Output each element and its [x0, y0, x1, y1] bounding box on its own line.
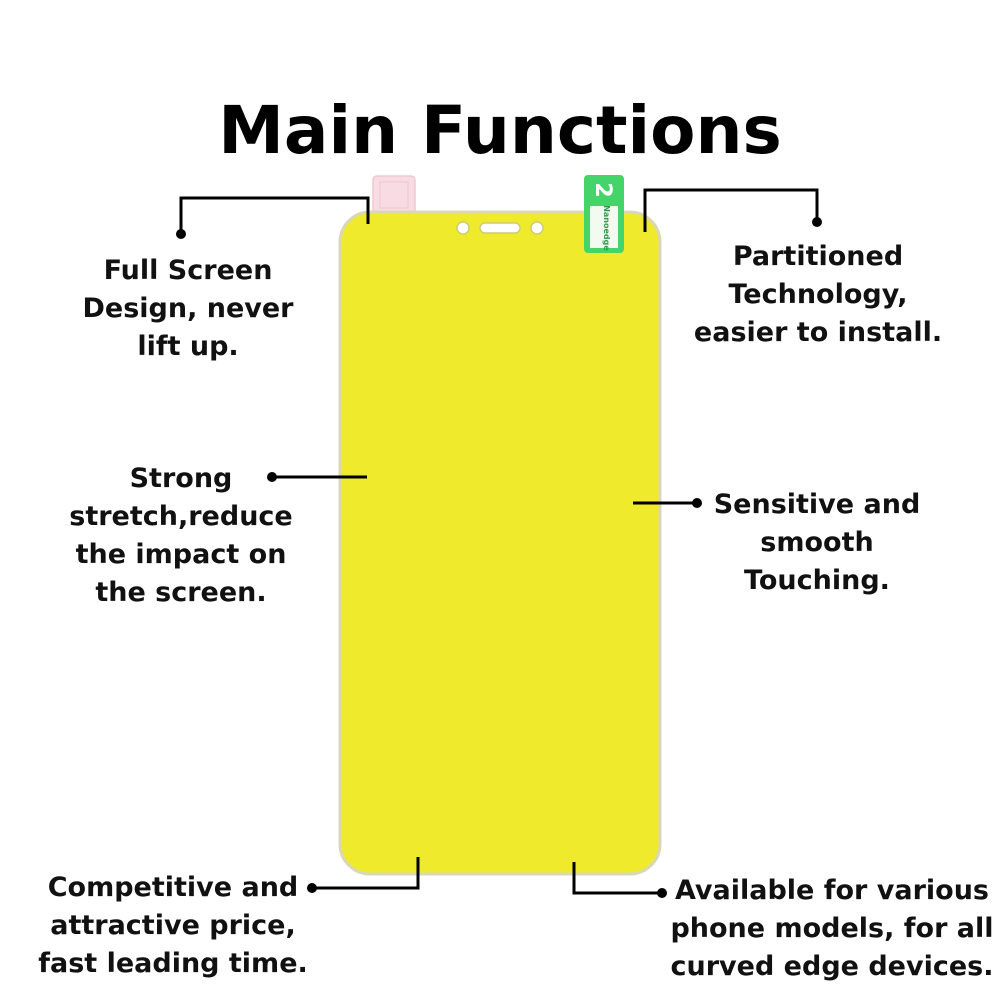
sensor-cutout-right — [530, 221, 544, 235]
film-tab-2-number: 2 — [590, 182, 615, 197]
callout-models: Available for various phone models, for … — [670, 875, 994, 982]
connector-dot-strong-stretch — [267, 472, 277, 482]
callout-price: Competitive and attractive price, fast l… — [38, 872, 308, 979]
connector-dot-models — [657, 888, 667, 898]
earpiece-cutout — [479, 222, 521, 234]
connector-dot-price — [307, 883, 317, 893]
film-tab-1-inner — [379, 181, 409, 209]
connector-dot-full-screen — [176, 229, 186, 239]
sensor-cutout-left — [456, 221, 470, 235]
callout-partitioned: Partitioned Technology, easier to instal… — [693, 241, 943, 348]
connector-price — [312, 857, 420, 890]
connector-dot-partitioned — [812, 217, 822, 227]
callout-sensitive: Sensitive and smooth Touching. — [713, 489, 921, 596]
film-tab-2-label-area — [590, 206, 618, 248]
screen-protector-film — [338, 210, 662, 876]
callout-strong-stretch: Strong stretch,reduce the impact on the … — [69, 463, 293, 608]
connector-full-screen — [179, 196, 370, 234]
connector-partitioned — [643, 188, 819, 232]
connector-models — [572, 862, 662, 895]
callout-full-screen: Full Screen Design, never lift up. — [82, 255, 294, 362]
page-title: Main Functions — [218, 92, 782, 169]
connector-dot-sensitive — [692, 498, 702, 508]
film-tab-2-text: Nanoedge — [602, 205, 611, 251]
